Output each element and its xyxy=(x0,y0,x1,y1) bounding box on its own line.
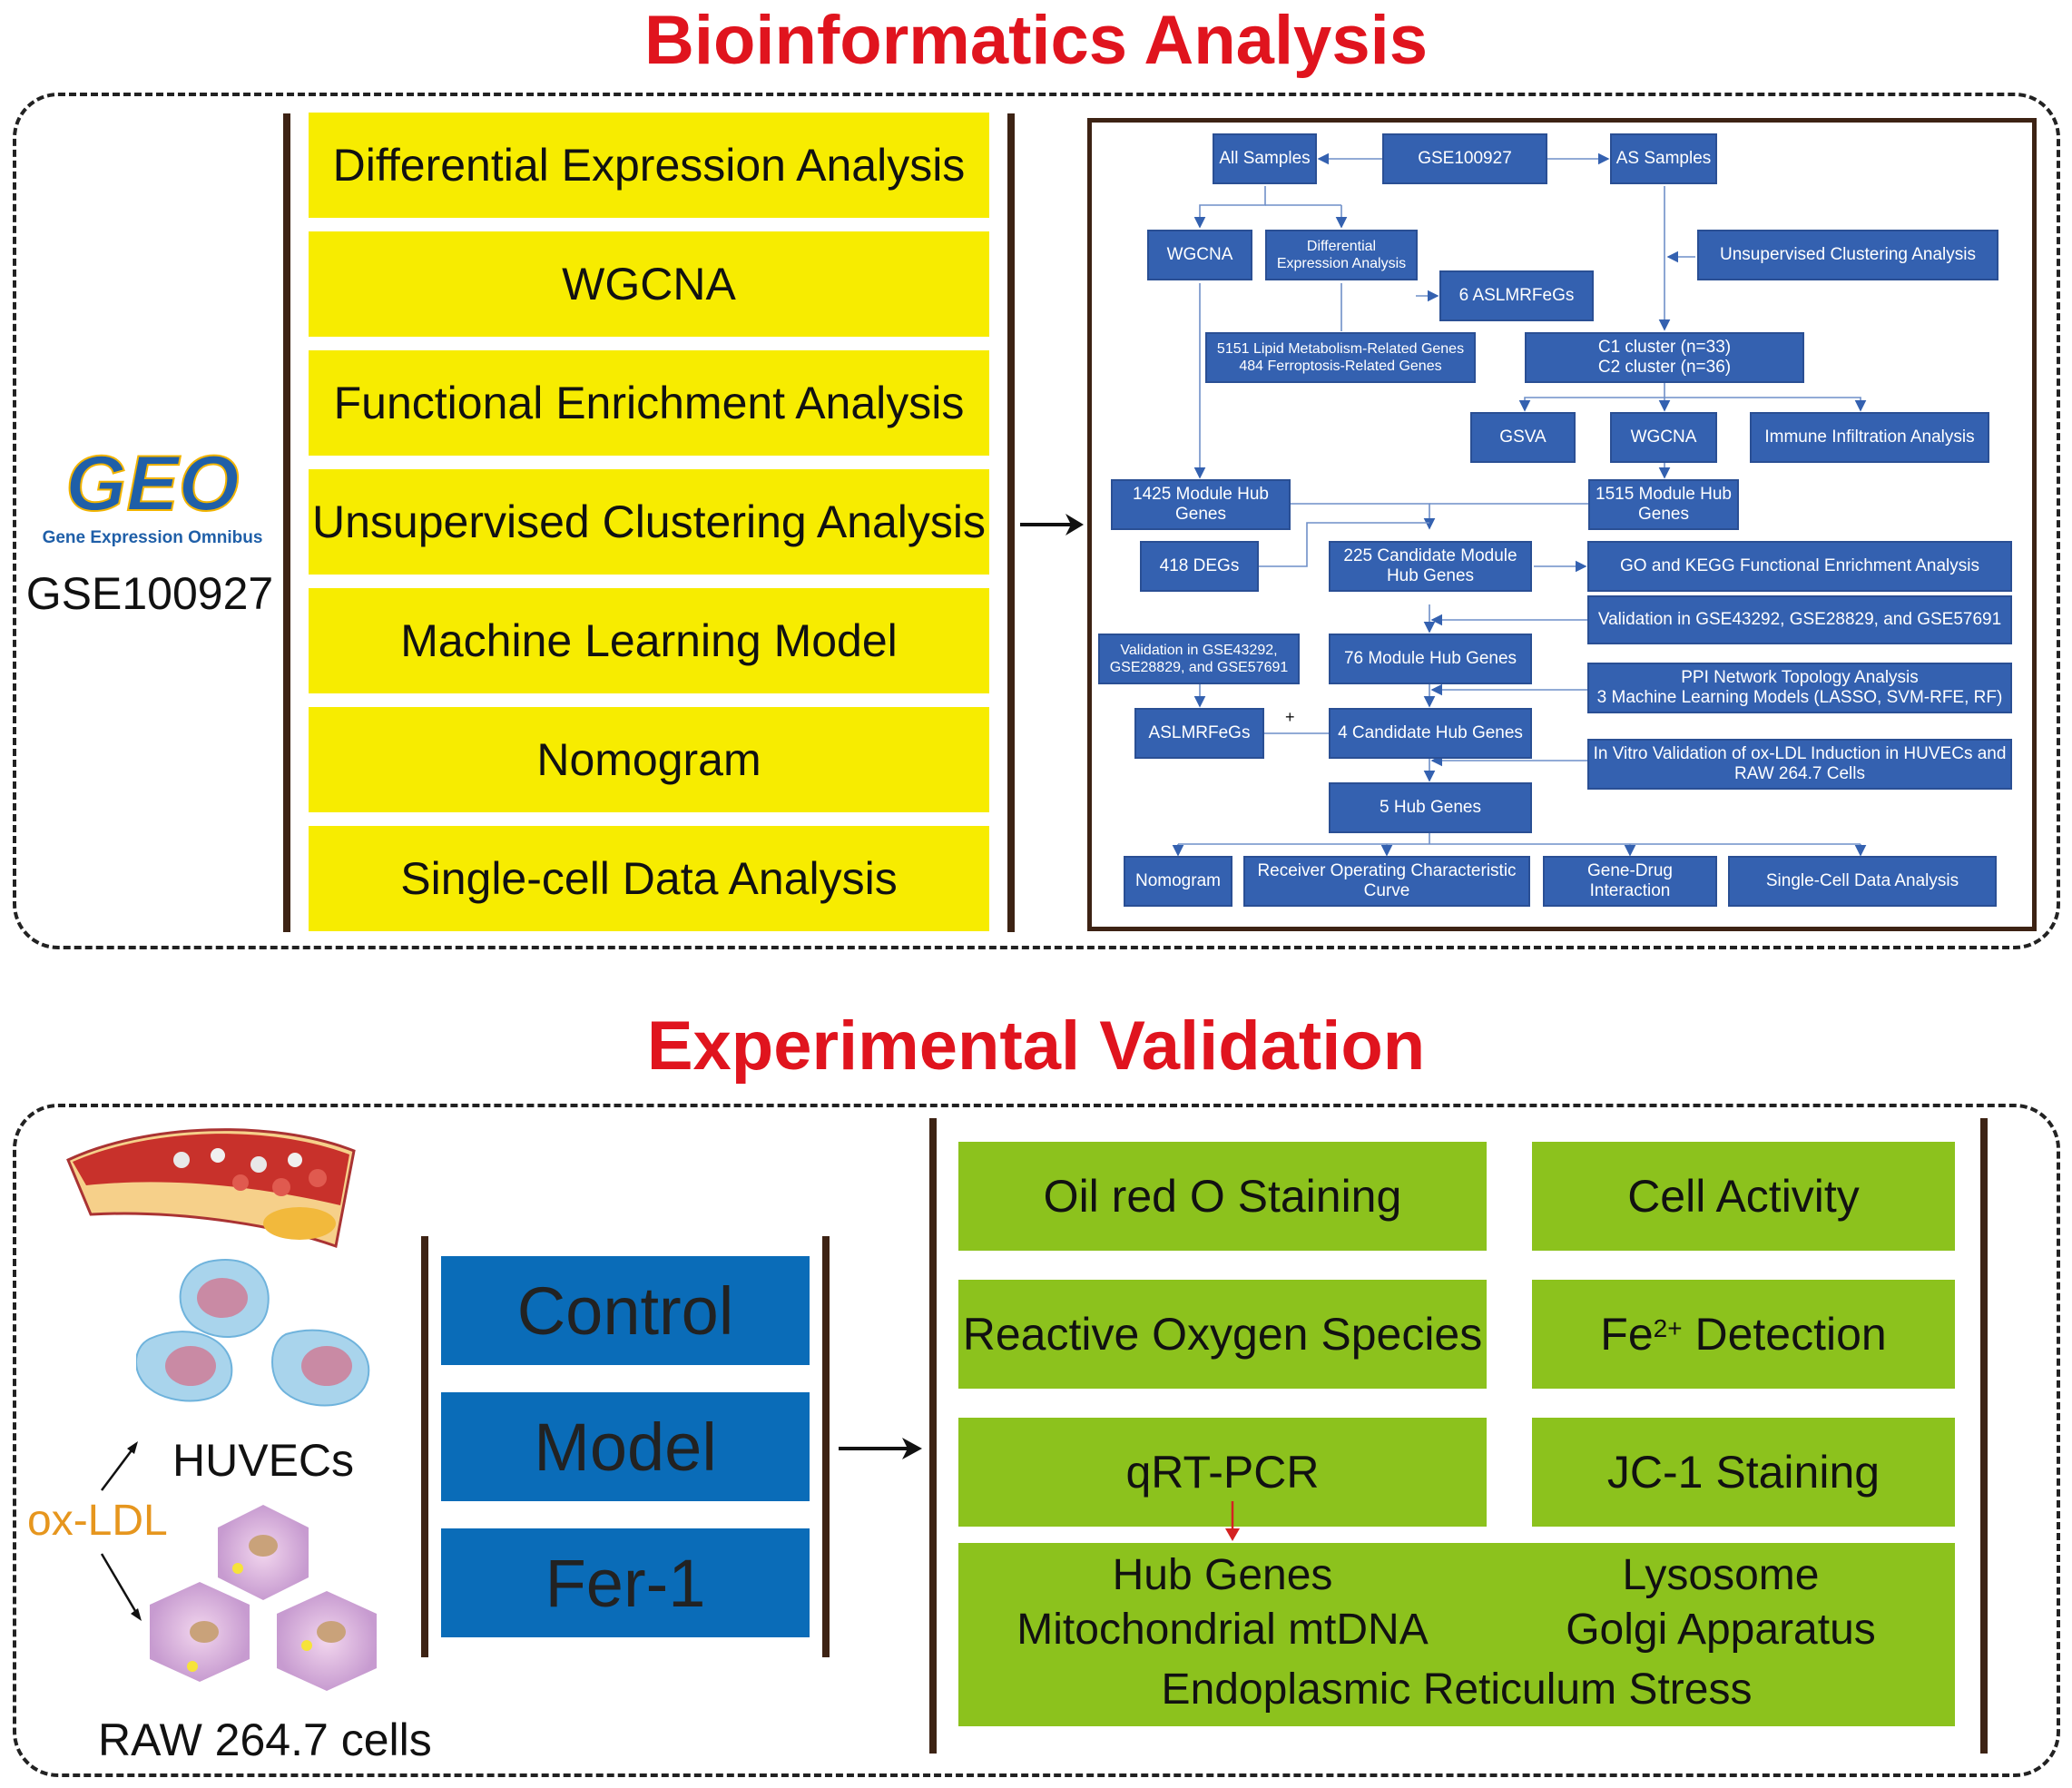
huvec-cells-illustration xyxy=(136,1259,370,1407)
fc-differential-expression: Differential Expression Analysis xyxy=(1265,230,1418,280)
fc-lipid-ferroptosis-genes: 5151 Lipid Metabolism-Related Genes 484 … xyxy=(1205,332,1476,383)
fc-unsupervised-clustering: Unsupervised Clustering Analysis xyxy=(1697,230,1998,280)
arrow-to-assays xyxy=(839,1438,922,1459)
assay-oil-red: Oil red O Staining xyxy=(958,1142,1487,1251)
assay-qrt-pcr: qRT-PCR xyxy=(958,1418,1487,1527)
assay-jc1: JC-1 Staining xyxy=(1532,1418,1955,1527)
bioinformatics-panel xyxy=(13,93,2060,949)
fc-c2-cluster: C2 cluster (n=36) xyxy=(1597,358,1732,377)
target-er-stress: Endoplasmic Reticulum Stress xyxy=(1161,1665,1753,1714)
experimental-panel xyxy=(13,1104,2060,1777)
target-hub-genes: Hub Genes xyxy=(1112,1551,1333,1599)
fc-nomogram: Nomogram xyxy=(1124,856,1232,907)
assay-cell-activity: Cell Activity xyxy=(1532,1142,1955,1251)
fe-superscript: 2+ xyxy=(1653,1314,1683,1342)
assay-ros: Reactive Oxygen Species xyxy=(958,1280,1487,1389)
oxldl-label: ox-LDL xyxy=(27,1497,168,1545)
step-single-cell: Single-cell Data Analysis xyxy=(309,826,989,931)
step-functional-enrichment: Functional Enrichment Analysis xyxy=(309,350,989,456)
artery-illustration xyxy=(66,1128,356,1249)
fe-suffix: Detection xyxy=(1682,1309,1887,1360)
fc-lipid-genes: 5151 Lipid Metabolism-Related Genes xyxy=(1216,341,1465,357)
target-golgi: Golgi Apparatus xyxy=(1566,1606,1876,1654)
group-control: Control xyxy=(441,1256,810,1365)
steps-left-bar xyxy=(283,113,290,932)
huvecs-label: HUVECs xyxy=(172,1435,355,1486)
fc-5-hub: 5 Hub Genes xyxy=(1329,782,1532,833)
fc-clusters: C1 cluster (n=33) C2 cluster (n=36) xyxy=(1525,332,1804,383)
qrt-down-arrow xyxy=(1225,1501,1240,1541)
oxldl-arrows xyxy=(100,1441,142,1621)
fc-1425-hub: 1425 Module Hub Genes xyxy=(1111,479,1291,530)
fc-go-kegg: GO and KEGG Functional Enrichment Analys… xyxy=(1587,541,2012,592)
fc-c1-cluster: C1 cluster (n=33) xyxy=(1597,338,1732,357)
steps-right-bar xyxy=(1007,113,1015,932)
groups-right-bar xyxy=(822,1236,830,1657)
fc-ppi-ml: PPI Network Topology Analysis 3 Machine … xyxy=(1587,663,2012,713)
fe-prefix: Fe xyxy=(1600,1309,1654,1360)
fc-validation-right: Validation in GSE43292, GSE28829, and GS… xyxy=(1587,595,2012,644)
fc-wgcna-right: WGCNA xyxy=(1610,412,1717,463)
fc-4-candidate: 4 Candidate Hub Genes xyxy=(1329,708,1532,759)
geo-logo-graphic: GEO Gene Expression Omnibus xyxy=(43,439,263,547)
fc-gse100927: GSE100927 xyxy=(1382,133,1547,184)
target-mito: Mitochondrial mtDNA xyxy=(1016,1606,1429,1654)
geo-logo: GEO Gene Expression Omnibus xyxy=(34,439,270,554)
raw-cells-illustration xyxy=(150,1505,377,1691)
assays-left-bar xyxy=(929,1118,937,1754)
step-wgcna: WGCNA xyxy=(309,231,989,337)
fc-418-degs: 418 DEGs xyxy=(1140,541,1259,592)
fc-in-vitro: In Vitro Validation of ox-LDL Induction … xyxy=(1587,739,2012,790)
step-unsupervised-clustering: Unsupervised Clustering Analysis xyxy=(309,469,989,575)
fc-gsva: GSVA xyxy=(1470,412,1576,463)
fc-wgcna-left: WGCNA xyxy=(1147,230,1252,280)
assays-right-bar xyxy=(1980,1118,1988,1754)
target-lysosome: Lysosome xyxy=(1622,1551,1820,1599)
fc-aslmrfegs: ASLMRFeGs xyxy=(1134,708,1264,759)
experimental-title: Experimental Validation xyxy=(646,1007,1426,1085)
fc-immune-infiltration: Immune Infiltration Analysis xyxy=(1750,412,1989,463)
arrow-to-flowchart xyxy=(1020,514,1084,535)
group-model: Model xyxy=(441,1392,810,1501)
fc-single-cell: Single-Cell Data Analysis xyxy=(1728,856,1997,907)
assay-qrt-targets: Hub Genes Lysosome Mitochondrial mtDNA G… xyxy=(958,1543,1955,1726)
step-machine-learning: Machine Learning Model xyxy=(309,588,989,693)
fc-ferroptosis-genes: 484 Ferroptosis-Related Genes xyxy=(1239,359,1442,374)
fc-plus: + xyxy=(1285,708,1295,726)
geo-logo-caption: Gene Expression Omnibus xyxy=(43,528,263,547)
fc-1515-hub: 1515 Module Hub Genes xyxy=(1588,479,1739,530)
fc-225-candidate: 225 Candidate Module Hub Genes xyxy=(1329,541,1532,592)
fc-ml3: 3 Machine Learning Models (LASSO, SVM-RF… xyxy=(1596,688,2003,707)
step-nomogram: Nomogram xyxy=(309,707,989,812)
fc-roc: Receiver Operating Characteristic Curve xyxy=(1243,856,1530,907)
dataset-label: GSE100927 xyxy=(25,568,274,619)
fc-validation-left: Validation in GSE43292, GSE28829, and GS… xyxy=(1098,634,1300,684)
step-differential-expression: Differential Expression Analysis xyxy=(309,113,989,218)
fc-as-samples: AS Samples xyxy=(1610,133,1717,184)
group-fer1: Fer-1 xyxy=(441,1528,810,1637)
fc-6-aslmrfegs: 6 ASLMRFeGs xyxy=(1439,270,1594,321)
bioinformatics-title: Bioinformatics Analysis xyxy=(644,2,1428,79)
fc-gene-drug: Gene-Drug Interaction xyxy=(1543,856,1717,907)
fc-ppi: PPI Network Topology Analysis xyxy=(1681,668,1919,687)
groups-left-bar xyxy=(421,1236,428,1657)
geo-logo-letters: GEO xyxy=(65,445,239,527)
fc-76-hub: 76 Module Hub Genes xyxy=(1329,634,1532,684)
raw-cells-label: RAW 264.7 cells xyxy=(98,1714,432,1765)
fc-all-samples: All Samples xyxy=(1213,133,1317,184)
